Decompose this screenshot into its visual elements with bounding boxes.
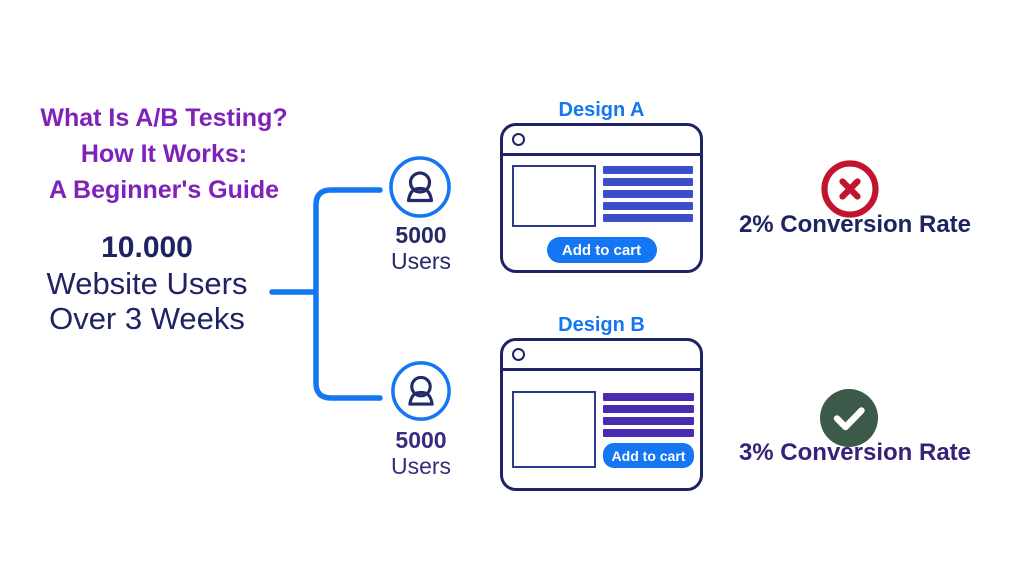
browser-titlebar <box>503 341 700 371</box>
design-b-label: Design B <box>558 314 645 336</box>
browser-dot-icon <box>512 348 525 361</box>
audience-count: 10.000 <box>101 231 193 264</box>
title-line-1: What Is A/B Testing? <box>40 104 288 132</box>
title-line-2: How It Works: <box>80 140 248 168</box>
text-bar <box>603 417 694 425</box>
text-bar <box>603 178 693 186</box>
text-bar <box>603 393 694 401</box>
browser-content: Add to cart <box>503 371 700 488</box>
users-count: 5000 <box>395 427 447 453</box>
text-bar <box>603 190 693 198</box>
browser-titlebar <box>503 126 700 156</box>
image-placeholder <box>512 391 596 468</box>
add-to-cart-button-b[interactable]: Add to cart <box>603 443 694 468</box>
users-word: Users <box>390 248 452 274</box>
text-bar <box>603 166 693 174</box>
add-to-cart-button-a[interactable]: Add to cart <box>546 237 657 263</box>
design-b-browser-mockup: Add to cart <box>500 338 703 491</box>
user-group-a-icon <box>389 156 451 218</box>
design-a-browser-mockup: Add to cart <box>500 123 703 273</box>
conversion-rate-a: 2% Conversion Rate <box>738 211 972 238</box>
conversion-rate-b: 3% Conversion Rate <box>738 439 972 466</box>
users-count: 5000 <box>395 222 447 248</box>
page-title: What Is A/B Testing? How It Works: A Beg… <box>18 100 310 208</box>
text-bar <box>603 405 694 413</box>
user-group-b-icon <box>391 361 451 421</box>
browser-content: Add to cart <box>503 156 700 270</box>
text-lines-placeholder <box>603 393 694 441</box>
audience-label-2: Over 3 Weeks <box>49 301 245 336</box>
audience-total: 10.000 Website Users Over 3 Weeks <box>18 229 276 336</box>
text-bar <box>603 214 693 222</box>
browser-dot-icon <box>512 133 525 146</box>
audience-label-1: Website Users <box>46 266 248 301</box>
text-bar <box>603 202 693 210</box>
text-lines-placeholder <box>603 166 693 226</box>
title-line-3: A Beginner's Guide <box>48 176 280 204</box>
design-a-label: Design A <box>558 99 645 121</box>
user-group-b-label: 5000 Users <box>383 427 459 479</box>
user-group-a-label: 5000 Users <box>383 222 459 274</box>
users-word: Users <box>390 453 452 479</box>
text-bar <box>603 429 694 437</box>
image-placeholder <box>512 165 596 227</box>
